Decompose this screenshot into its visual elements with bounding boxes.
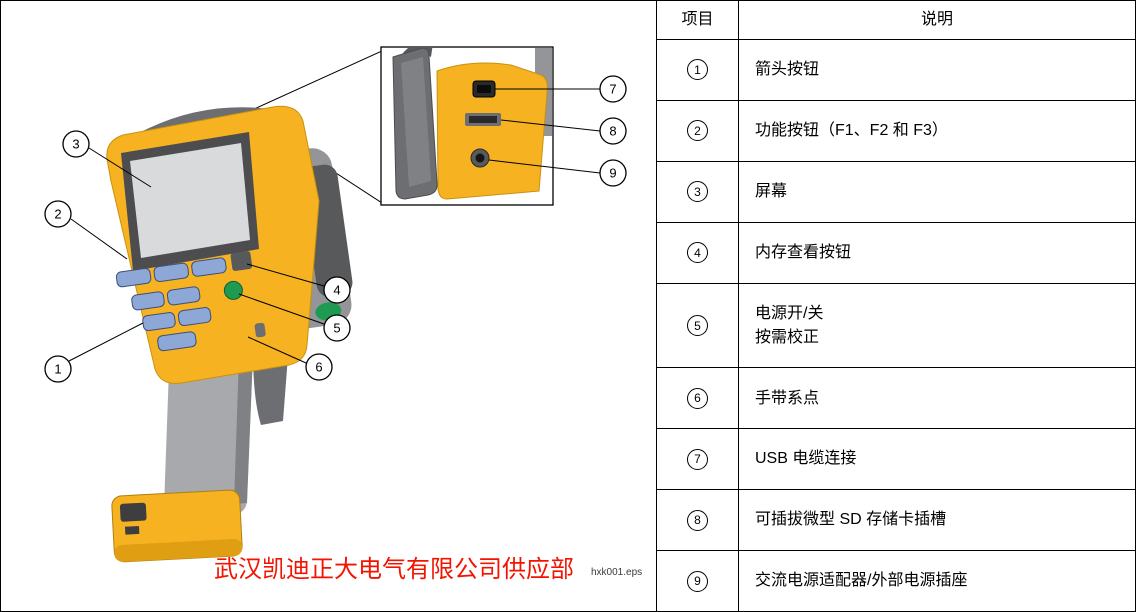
table-row: 9 交流电源适配器/外部电源插座	[657, 551, 1135, 611]
callout-4-label: 4	[333, 283, 340, 298]
item-cell: 6	[657, 368, 739, 429]
callout-1-label: 1	[54, 362, 61, 377]
power-jack	[470, 148, 490, 168]
circled-number-text: 5	[694, 318, 701, 333]
desc-cell: 手带系点	[739, 368, 1135, 428]
desc-cell: USB 电缆连接	[739, 429, 1135, 489]
battery	[111, 489, 243, 563]
desc-cell: 内存查看按钮	[739, 223, 1135, 283]
item-cell: 9	[657, 551, 739, 611]
inset-camera-body	[436, 62, 548, 200]
desc-cell: 箭头按钮	[739, 40, 1135, 100]
callout-7	[599, 75, 627, 103]
circled-number-text: 6	[694, 391, 701, 406]
desc-cell: 电源开/关 按需校正	[739, 284, 1135, 367]
callouts	[44, 75, 627, 383]
function-buttons	[115, 257, 227, 288]
callout-3-label: 3	[72, 137, 79, 152]
desc-text: 手带系点	[755, 389, 820, 407]
circled-number: 7	[687, 448, 708, 470]
callout-2	[44, 200, 72, 228]
callout-5	[323, 314, 351, 342]
table-row: 6 手带系点	[657, 368, 1135, 430]
circled-number: 8	[687, 509, 708, 531]
callout-1	[44, 355, 72, 383]
device-illustration: 3 2 1 4 5 6 7 8 9	[44, 46, 627, 563]
table-row: 4 内存查看按钮	[657, 222, 1135, 284]
desc-cell: 功能按钮（F1、F2 和 F3）	[739, 101, 1135, 161]
item-cell: 8	[657, 490, 739, 551]
item-cell: 5	[657, 283, 739, 368]
desc-text: 箭头按钮	[755, 61, 820, 79]
circled-number: 6	[687, 387, 708, 409]
table-row: 3 屏幕	[657, 161, 1135, 223]
circled-number-text: 4	[694, 245, 701, 260]
supplier-watermark: 武汉凯迪正大电气有限公司供应部	[214, 556, 574, 583]
screen	[121, 132, 259, 271]
arrow-buttons	[131, 286, 212, 352]
desc-text-line2: 按需校正	[755, 328, 820, 346]
item-cell: 1	[657, 40, 739, 100]
desc-cell: 可插拔微型 SD 存储卡插槽	[739, 490, 1135, 550]
sd-card-slot	[465, 113, 501, 126]
desc-text: 屏幕	[755, 183, 788, 201]
desc-text: 内存查看按钮	[755, 244, 852, 262]
callout-8-label: 8	[609, 124, 616, 139]
desc-text: 交流电源适配器/外部电源插座	[755, 572, 968, 590]
inset-box	[380, 46, 554, 206]
circled-number-text: 2	[694, 123, 701, 138]
description-header-cell: 说明	[920, 11, 953, 29]
circled-number: 9	[687, 570, 708, 592]
figure-filename: hxk001.eps	[591, 567, 643, 578]
callout-2-label: 2	[54, 207, 61, 222]
callout-4	[323, 276, 351, 304]
desc-cell: 屏幕	[739, 162, 1135, 222]
grip	[164, 343, 289, 519]
item-cell: 7	[657, 429, 739, 490]
desc-text: USB 电缆连接	[755, 450, 857, 468]
callout-9-label: 9	[609, 166, 616, 181]
table-row: 8 可插拔微型 SD 存储卡插槽	[657, 490, 1135, 552]
circled-number: 2	[687, 120, 708, 142]
parts-table: 项目 说明 1 箭头按钮 2 功能按钮（F1、F2 和 F3） 3 屏幕	[656, 1, 1135, 611]
callout-7-label: 7	[609, 82, 616, 97]
usb-port	[472, 80, 496, 98]
callout-6-label: 6	[315, 360, 322, 375]
memory-review-button	[230, 251, 253, 271]
circled-number-text: 3	[694, 184, 701, 199]
circled-number-text: 1	[694, 62, 701, 77]
circled-number: 4	[687, 242, 708, 264]
desc-text: 功能按钮（F1、F2 和 F3）	[755, 122, 948, 140]
callout-lines	[68, 88, 601, 364]
port-door-flap	[392, 48, 438, 200]
item-cell: 2	[657, 100, 739, 161]
item-cell: 4	[657, 222, 739, 283]
circled-number-text: 8	[694, 513, 701, 528]
device-diagram: 3 2 1 4 5 6 7 8 9 武汉凯迪正大电气有限公司供应部 hxk001…	[1, 1, 656, 611]
desc-cell: 交流电源适配器/外部电源插座	[739, 551, 1135, 611]
circled-number: 1	[687, 59, 708, 81]
callout-3	[62, 130, 90, 158]
table-row: 7 USB 电缆连接	[657, 429, 1135, 491]
item-header-cell: 项目	[657, 1, 739, 39]
callout-5-label: 5	[333, 321, 340, 336]
callout-9	[599, 159, 627, 187]
item-cell: 3	[657, 161, 739, 222]
circled-number-text: 7	[694, 452, 701, 467]
desc-text: 电源开/关	[755, 305, 824, 323]
table-row: 1 箭头按钮	[657, 40, 1135, 101]
strap-attach-point	[254, 322, 266, 338]
desc-text: 可插拔微型 SD 存储卡插槽	[755, 511, 947, 529]
callout-6	[305, 353, 333, 381]
table-row: 2 功能按钮（F1、F2 和 F3）	[657, 100, 1135, 162]
callout-numbers: 3 2 1 4 5 6 7 8 9	[54, 82, 616, 377]
circled-number-text: 9	[694, 574, 701, 589]
circled-number: 3	[687, 181, 708, 203]
table-header-row: 项目 说明	[657, 1, 1135, 40]
power-button	[223, 280, 243, 300]
table-row: 5 电源开/关 按需校正	[657, 283, 1135, 369]
callout-8	[599, 117, 627, 145]
circled-number: 5	[687, 315, 708, 337]
